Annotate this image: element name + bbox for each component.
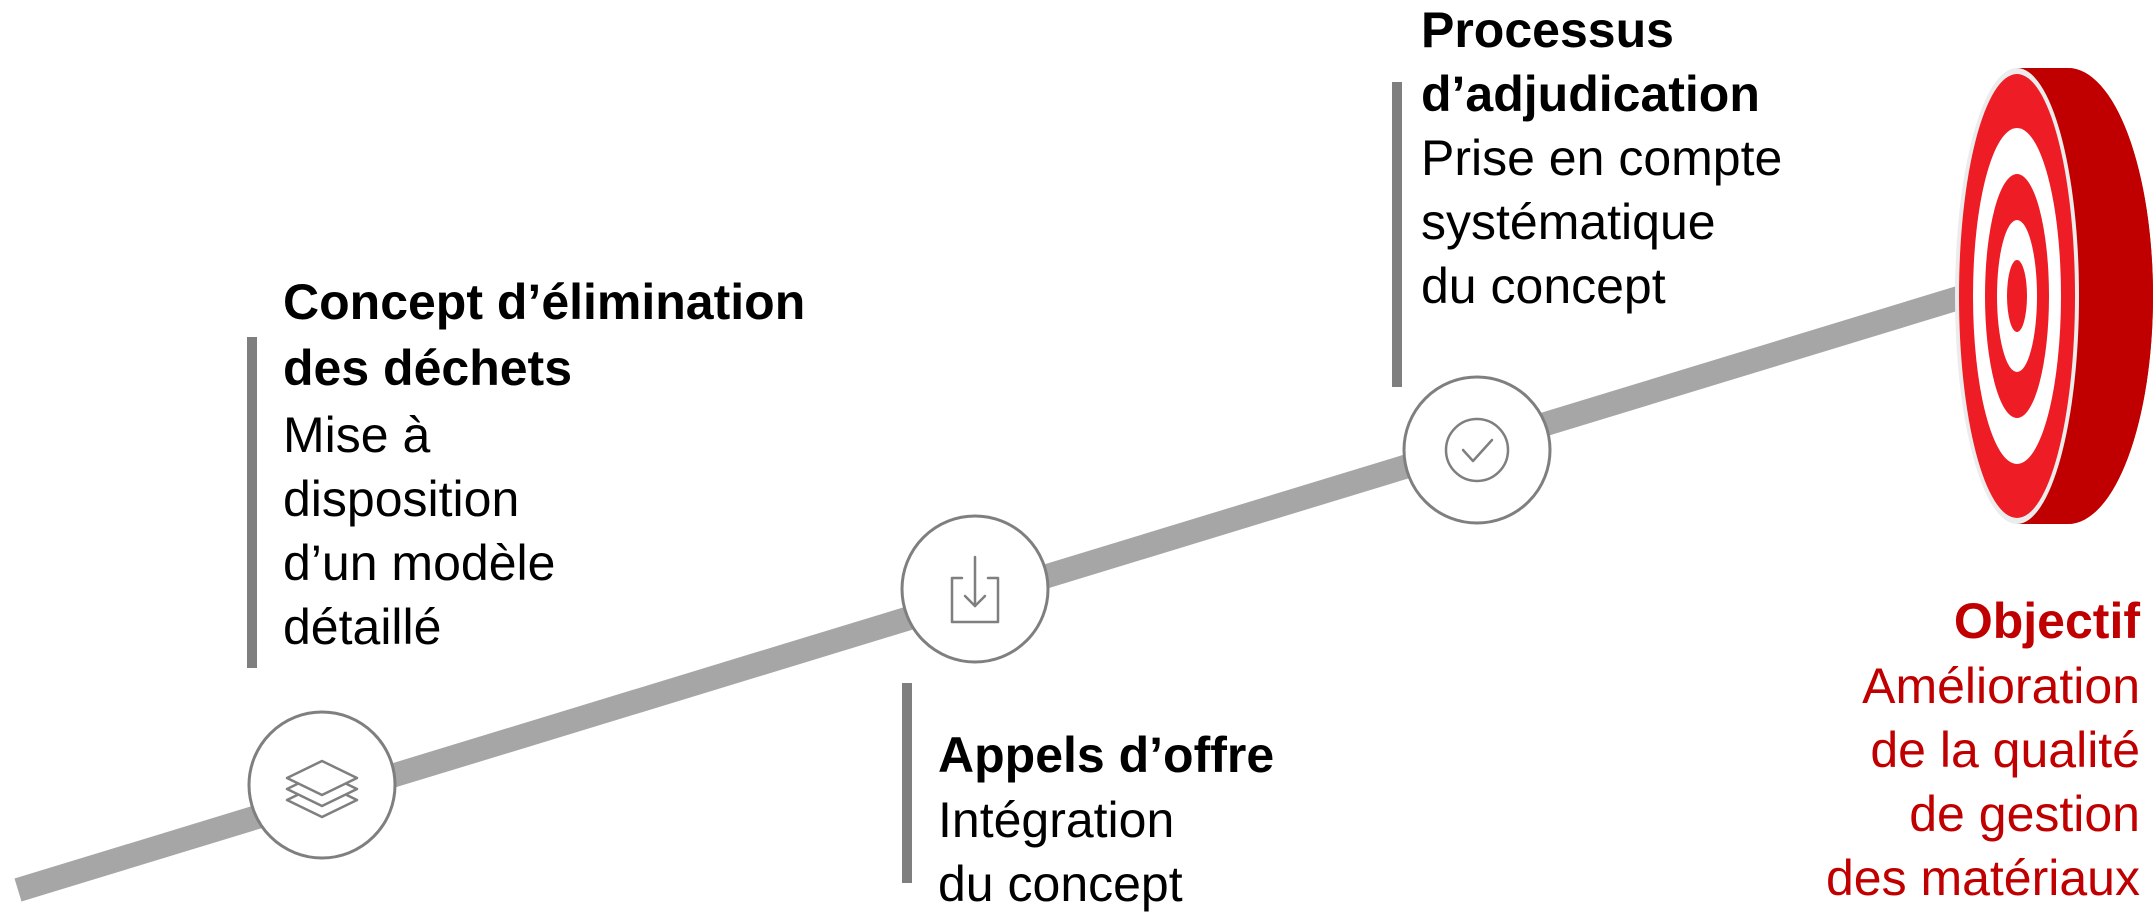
download-icon bbox=[950, 555, 1000, 624]
step-1-text: Concept d’élimination des déchets Mise à… bbox=[283, 269, 903, 659]
step-3-text: Processus d’adjudication Prise en compte… bbox=[1421, 0, 1941, 318]
layers-icon bbox=[285, 759, 359, 819]
goal-title: Objectif bbox=[1953, 593, 2140, 649]
step-2-text: Appels d’offre Intégration du concept bbox=[938, 722, 1438, 916]
check-circle-icon bbox=[1444, 417, 1510, 483]
step-2-description: Intégration du concept bbox=[938, 792, 1183, 912]
step-3-title: Processus d’adjudication bbox=[1421, 2, 1760, 122]
goal-text: Objectif Amélioration de la qualité de g… bbox=[1640, 588, 2140, 910]
step-2-title: Appels d’offre bbox=[938, 727, 1275, 783]
step-node-3 bbox=[1402, 375, 1552, 525]
step-node-2 bbox=[900, 514, 1050, 664]
step-node-1 bbox=[247, 710, 397, 860]
step-1-title: Concept d’élimination des déchets bbox=[283, 274, 806, 396]
target-icon bbox=[1955, 68, 2153, 524]
step-2-bar bbox=[902, 683, 912, 883]
step-3-bar bbox=[1392, 82, 1402, 387]
goal-description: Amélioration de la qualité de gestion de… bbox=[1825, 658, 2140, 906]
step-3-description: Prise en compte systématique du concept bbox=[1421, 130, 1783, 314]
step-1-bar bbox=[247, 337, 257, 668]
step-1-description: Mise à disposition d’un modèle détaillé bbox=[283, 407, 556, 655]
